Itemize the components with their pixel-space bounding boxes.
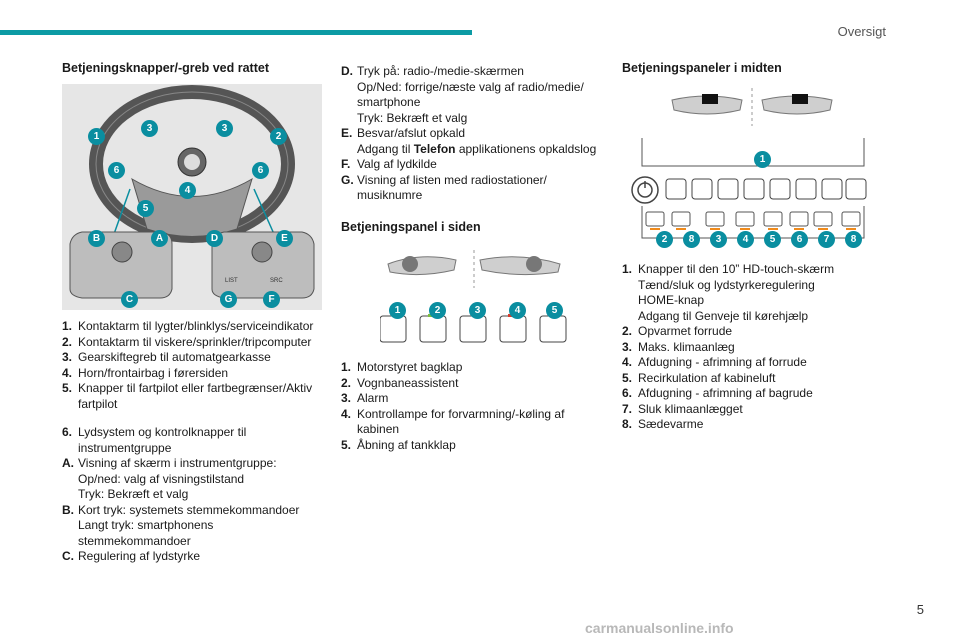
list-item: G.Visning af listen med radiostationer/m… [341, 172, 547, 203]
center-badge-6: 6 [791, 231, 808, 248]
header-accent-bar [0, 30, 472, 35]
list-item: 1.Kontaktarm til lygter/blinklys/service… [62, 319, 314, 333]
list-item: 3.Maks. klimaanlæg [622, 339, 735, 354]
badge-e: E [276, 230, 293, 247]
list-item: 8.Sædevarme [622, 417, 704, 431]
left-list-1: 1.Kontaktarm til lygter/blinklys/service… [62, 319, 324, 412]
list-item: C.Regulering af lydstyrke [62, 549, 201, 563]
badge-3a: 3 [141, 120, 158, 137]
badge-6a: 6 [108, 162, 125, 179]
list-item: 2.Vognbaneassistent [341, 375, 459, 390]
side-badge-5: 5 [546, 302, 563, 319]
badge-6b: 6 [252, 162, 269, 179]
center-badge-8a: 8 [683, 231, 700, 248]
middle-list: 1.Motorstyret bagklap 2.Vognbaneassisten… [341, 360, 611, 453]
side-badge-4: 4 [509, 302, 526, 319]
center-badge-7: 7 [818, 231, 835, 248]
left-heading: Betjeningsknapper/-greb ved rattet [62, 61, 269, 75]
badge-4: 4 [179, 182, 196, 199]
badge-f: F [263, 291, 280, 308]
side-panel-figure [380, 250, 567, 343]
list-item: 6.Afdugning - afrimning af bagrude [622, 386, 813, 400]
right-heading: Betjeningspaneler i midten [622, 61, 782, 75]
list-item: 5.Recirkulation af kabineluft [622, 370, 776, 385]
side-badge-1: 1 [389, 302, 406, 319]
center-badge-4: 4 [737, 231, 754, 248]
center-badge-8b: 8 [845, 231, 862, 248]
list-item: 3.Alarm [341, 391, 389, 405]
list-item: 4.Horn/frontairbag i førersiden [62, 365, 229, 380]
middle-heading: Betjeningspanel i siden [341, 220, 481, 234]
list-item: 7.Sluk klimaanlægget [622, 401, 743, 416]
badge-a: A [151, 230, 168, 247]
badge-5: 5 [137, 200, 154, 217]
side-badge-2: 2 [429, 302, 446, 319]
list-item: 1.Motorstyret bagklap [341, 360, 463, 374]
list-item: 5.Knapper til fartpilot eller fartbegræn… [62, 381, 313, 411]
src-label: SRC [270, 278, 283, 284]
page-number: 5 [916, 602, 924, 617]
center-badge-5: 5 [764, 231, 781, 248]
center-panel-figure [631, 88, 867, 239]
list-item: F.Valg af lydkilde [341, 157, 437, 171]
section-title: Oversigt [837, 24, 886, 39]
list-item: 2.Opvarmet forrude [622, 324, 733, 338]
watermark-text: carmanualsonline.info [585, 620, 734, 636]
list-item: 2.Kontaktarm til viskere/sprinkler/tripc… [62, 334, 312, 349]
side-badge-3: 3 [469, 302, 486, 319]
list-label: LIST [225, 278, 238, 284]
steering-wheel-figure: LIST SRC [62, 84, 322, 310]
list-item: 5.Åbning af tankklap [341, 437, 456, 452]
list-item: A.Visning af skærm i instrumentgruppe:Op… [62, 456, 277, 501]
badge-g: G [220, 291, 237, 308]
badge-d: D [206, 230, 223, 247]
center-badge-3: 3 [710, 231, 727, 248]
badge-b: B [88, 230, 105, 247]
list-item: 4.Kontrollampe for forvarmning/-køling a… [341, 406, 565, 437]
badge-3b: 3 [216, 120, 233, 137]
center-badge-2: 2 [656, 231, 673, 248]
badge-2: 2 [270, 128, 287, 145]
badge-1: 1 [88, 128, 105, 145]
list-item: 3.Gearskiftegreb til automatgearkasse [62, 350, 271, 364]
badge-c: C [121, 291, 138, 308]
list-item: 4.Afdugning - afrimning af forrude [622, 355, 807, 369]
center-badge-1: 1 [754, 151, 771, 168]
